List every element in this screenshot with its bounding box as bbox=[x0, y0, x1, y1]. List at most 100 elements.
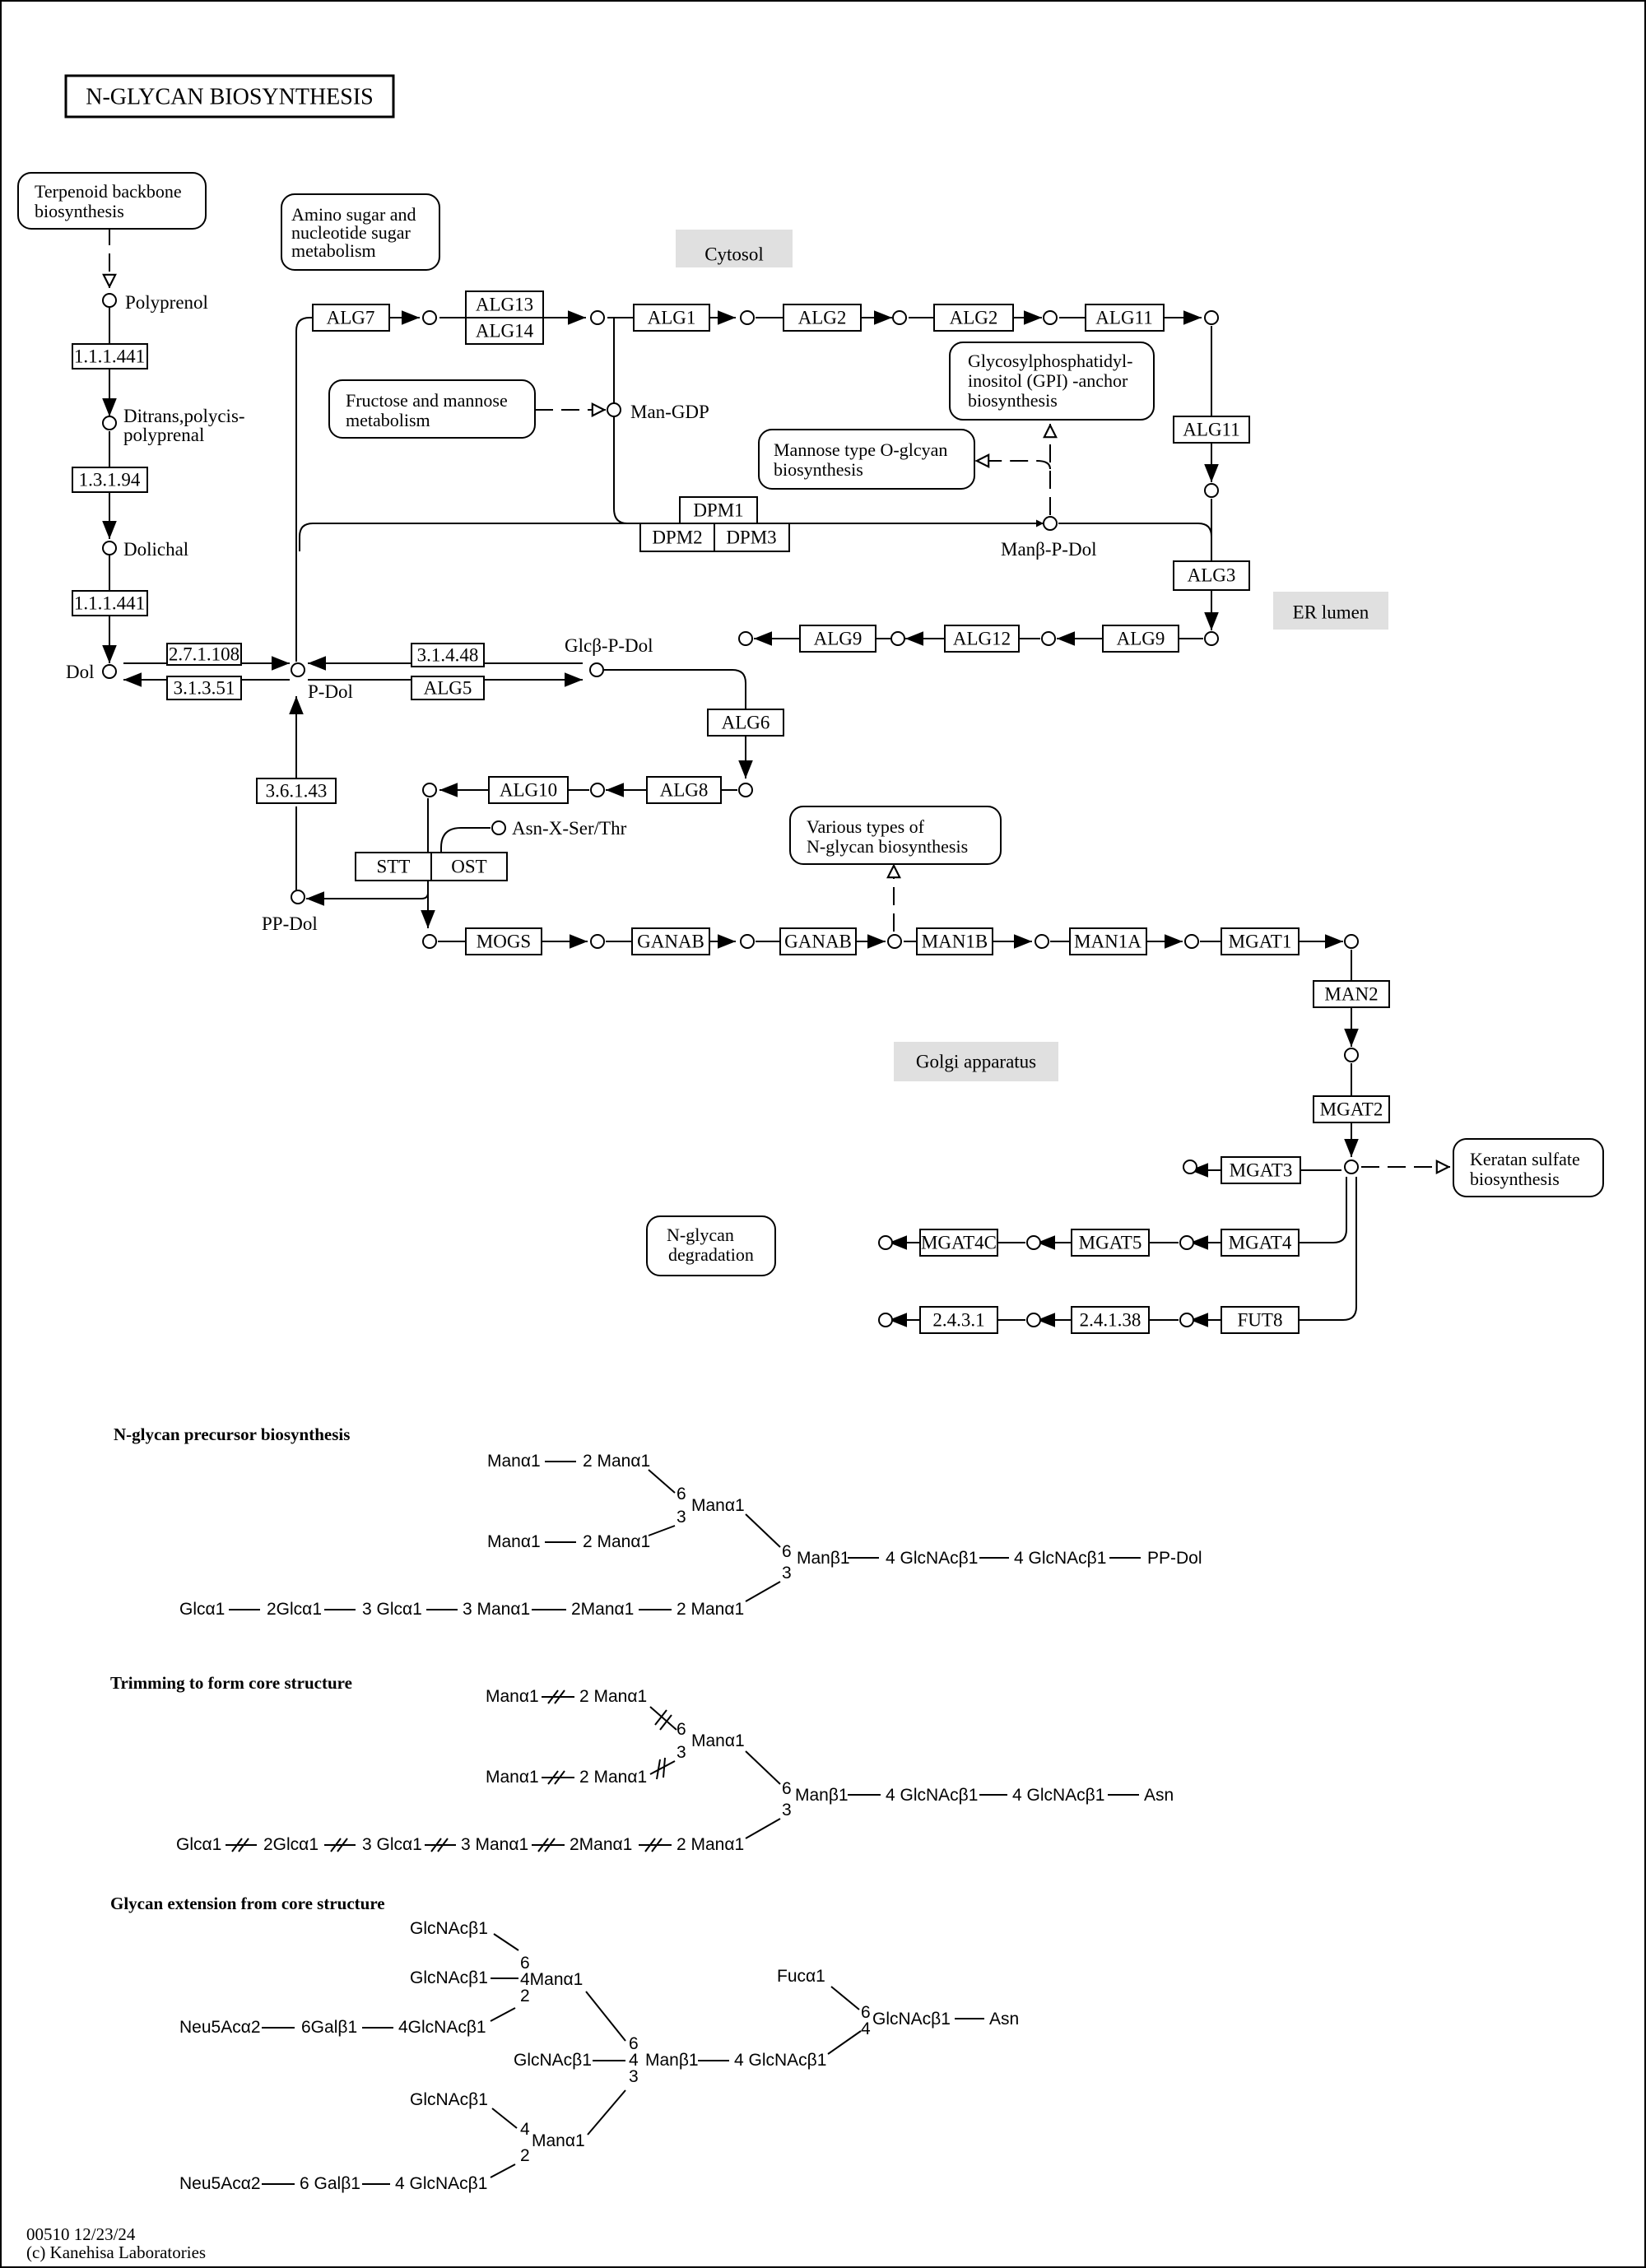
link-fructose-mannose[interactable]: Fructose and mannose metabolism bbox=[328, 379, 536, 439]
compound-node[interactable] bbox=[590, 310, 605, 325]
compound-node[interactable] bbox=[1183, 1160, 1197, 1174]
enzyme-2-4-3-1[interactable]: 2.4.3.1 bbox=[919, 1306, 998, 1334]
compound-node[interactable] bbox=[422, 783, 437, 797]
compound-node[interactable] bbox=[1026, 1313, 1041, 1327]
compound-node[interactable] bbox=[1179, 1235, 1194, 1250]
compound-node[interactable] bbox=[887, 934, 902, 949]
enzyme-man2[interactable]: MAN2 bbox=[1313, 980, 1390, 1008]
link-terpenoid-backbone[interactable]: Terpenoid backbone biosynthesis bbox=[17, 172, 207, 230]
compound-node[interactable] bbox=[422, 310, 437, 325]
compound-node[interactable] bbox=[1344, 934, 1359, 949]
compound-node[interactable] bbox=[738, 783, 753, 797]
enzyme-alg3[interactable]: ALG3 bbox=[1173, 560, 1250, 591]
enzyme-stt[interactable]: STT bbox=[355, 852, 432, 881]
enzyme-ost[interactable]: OST bbox=[430, 852, 508, 881]
enzyme-3-1-3-51[interactable]: 3.1.3.51 bbox=[166, 676, 242, 700]
compound-node[interactable] bbox=[1344, 1160, 1359, 1174]
enzyme-alg11-b[interactable]: ALG11 bbox=[1173, 416, 1250, 444]
compound-node[interactable] bbox=[738, 631, 753, 646]
enzyme-ganab-a[interactable]: GANAB bbox=[631, 927, 710, 955]
enzyme-mgat2[interactable]: MGAT2 bbox=[1313, 1095, 1390, 1123]
enzyme-alg11-a[interactable]: ALG11 bbox=[1085, 304, 1165, 332]
compound-node[interactable] bbox=[878, 1235, 893, 1250]
enzyme-mogs[interactable]: MOGS bbox=[465, 927, 542, 955]
svg-text:Manα1: Manα1 bbox=[532, 2131, 585, 2150]
enzyme-dpm1[interactable]: DPM1 bbox=[679, 496, 758, 524]
compound-man-p-dol[interactable] bbox=[1043, 516, 1058, 531]
enzyme-ganab-b[interactable]: GANAB bbox=[779, 927, 857, 955]
enzyme-dpm3[interactable]: DPM3 bbox=[714, 523, 790, 552]
compound-polyprenol[interactable] bbox=[102, 293, 117, 308]
svg-text:3: 3 bbox=[677, 1743, 686, 1762]
compound-dolichal[interactable] bbox=[102, 541, 117, 555]
enzyme-alg7[interactable]: ALG7 bbox=[312, 304, 390, 332]
enzyme-3-6-1-43[interactable]: 3.6.1.43 bbox=[256, 778, 337, 804]
link-amino-sugar[interactable]: Amino sugar and nucleotide sugar metabol… bbox=[281, 193, 440, 271]
enzyme-alg9-b[interactable]: ALG9 bbox=[1102, 625, 1179, 653]
enzyme-3-1-4-48[interactable]: 3.1.4.48 bbox=[411, 643, 485, 667]
compound-node[interactable] bbox=[1344, 1048, 1359, 1062]
link-n-glycan-degradation[interactable]: N-glycan degradation bbox=[646, 1215, 776, 1276]
svg-text:metabolism: metabolism bbox=[291, 240, 376, 261]
enzyme-alg14[interactable]: ALG14 bbox=[465, 317, 544, 345]
compound-node[interactable] bbox=[890, 631, 905, 646]
enzyme-alg8[interactable]: ALG8 bbox=[646, 776, 722, 804]
link-mannose-o-glycan[interactable]: Mannose type O-glcyan biosynthesis bbox=[758, 429, 975, 490]
enzyme-alg5[interactable]: ALG5 bbox=[411, 676, 485, 700]
compound-node[interactable] bbox=[590, 783, 605, 797]
svg-text:ALG7: ALG7 bbox=[327, 308, 375, 328]
compound-dol[interactable] bbox=[102, 664, 117, 679]
compound-node[interactable] bbox=[1204, 310, 1219, 325]
svg-text:4 GlcNAcβ1: 4 GlcNAcβ1 bbox=[886, 1549, 978, 1568]
enzyme-alg9-a[interactable]: ALG9 bbox=[799, 625, 876, 653]
enzyme-1-1-1-441-b[interactable]: 1.1.1.441 bbox=[72, 590, 148, 616]
compound-node[interactable] bbox=[422, 934, 437, 949]
svg-text:N-glycan biosynthesis: N-glycan biosynthesis bbox=[807, 836, 968, 857]
enzyme-mgat3[interactable]: MGAT3 bbox=[1221, 1156, 1301, 1184]
enzyme-2-4-1-38[interactable]: 2.4.1.38 bbox=[1071, 1306, 1150, 1334]
enzyme-man1b[interactable]: MAN1B bbox=[916, 927, 993, 955]
man-gdp-label: Man-GDP bbox=[630, 402, 709, 422]
link-gpi-anchor[interactable]: Glycosylphosphatidyl- inositol (GPI) -an… bbox=[949, 342, 1155, 421]
compound-node[interactable] bbox=[1043, 310, 1058, 325]
compound-node[interactable] bbox=[892, 310, 907, 325]
enzyme-dpm2[interactable]: DPM2 bbox=[639, 523, 715, 552]
enzyme-alg1[interactable]: ALG1 bbox=[633, 304, 710, 332]
compound-node[interactable] bbox=[1204, 483, 1219, 498]
enzyme-mgat1[interactable]: MGAT1 bbox=[1221, 927, 1300, 955]
link-keratan-sulfate[interactable]: Keratan sulfate biosynthesis bbox=[1453, 1138, 1604, 1197]
compound-node[interactable] bbox=[1179, 1313, 1194, 1327]
compound-node[interactable] bbox=[1035, 934, 1049, 949]
enzyme-2-7-1-108[interactable]: 2.7.1.108 bbox=[166, 643, 242, 666]
compound-node[interactable] bbox=[740, 310, 755, 325]
compound-node[interactable] bbox=[590, 934, 605, 949]
compound-man-gdp[interactable] bbox=[607, 402, 621, 417]
compound-asn-x-ser-thr[interactable] bbox=[491, 820, 506, 835]
svg-text:ALG2: ALG2 bbox=[950, 308, 998, 328]
enzyme-fut8[interactable]: FUT8 bbox=[1221, 1306, 1300, 1334]
link-various-n-glycan[interactable]: Various types of N-glycan biosynthesis bbox=[789, 806, 1002, 865]
enzyme-alg10[interactable]: ALG10 bbox=[488, 776, 569, 804]
enzyme-mgat4[interactable]: MGAT4 bbox=[1221, 1229, 1300, 1257]
enzyme-mgat4c[interactable]: MGAT4C bbox=[919, 1229, 998, 1257]
compound-node[interactable] bbox=[1184, 934, 1199, 949]
svg-text:biosynthesis: biosynthesis bbox=[1470, 1169, 1560, 1189]
compound-node[interactable] bbox=[740, 934, 755, 949]
compound-p-dol[interactable] bbox=[291, 662, 305, 677]
enzyme-1-1-1-441-a[interactable]: 1.1.1.441 bbox=[72, 343, 148, 369]
enzyme-mgat5[interactable]: MGAT5 bbox=[1071, 1229, 1150, 1257]
compound-pp-dol[interactable] bbox=[291, 890, 305, 904]
compound-node[interactable] bbox=[1041, 631, 1056, 646]
compound-ditrans-polyprenal[interactable] bbox=[102, 416, 117, 430]
compound-glc-p-dol[interactable] bbox=[589, 662, 604, 677]
compound-node[interactable] bbox=[878, 1313, 893, 1327]
compound-node[interactable] bbox=[1026, 1235, 1041, 1250]
enzyme-man1a[interactable]: MAN1A bbox=[1069, 927, 1147, 955]
enzyme-alg6[interactable]: ALG6 bbox=[707, 709, 784, 737]
enzyme-alg2-b[interactable]: ALG2 bbox=[933, 304, 1014, 332]
enzyme-alg12[interactable]: ALG12 bbox=[944, 625, 1020, 653]
enzyme-1-3-1-94[interactable]: 1.3.1.94 bbox=[72, 467, 148, 493]
enzyme-alg2-a[interactable]: ALG2 bbox=[783, 304, 862, 332]
enzyme-alg13[interactable]: ALG13 bbox=[465, 290, 544, 318]
compound-node[interactable] bbox=[1204, 631, 1219, 646]
